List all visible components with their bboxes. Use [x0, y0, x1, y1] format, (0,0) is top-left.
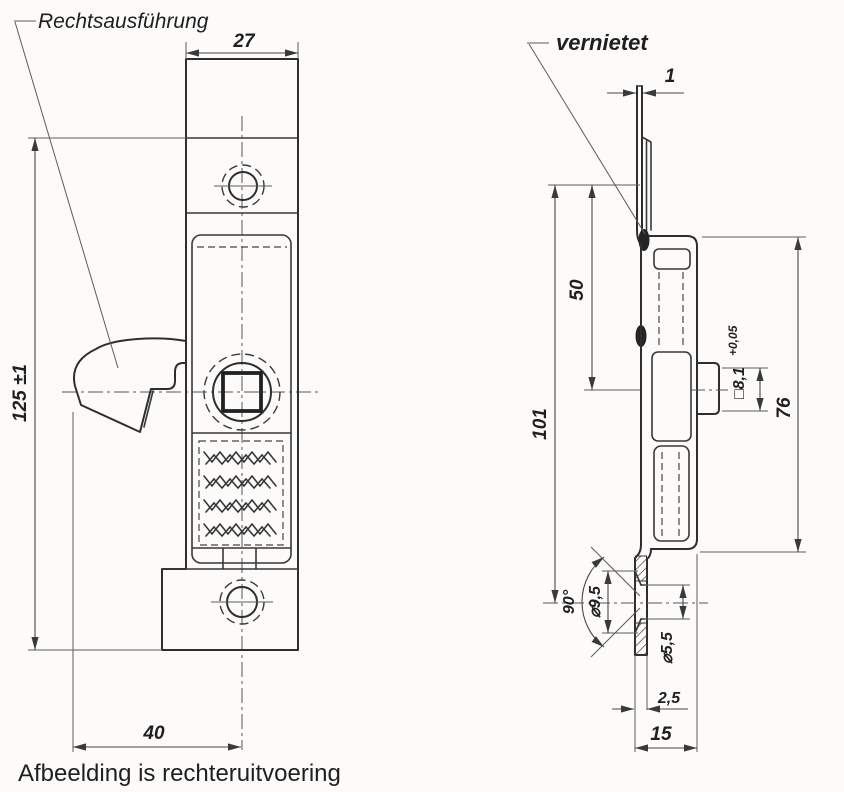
spring-symbol [191, 432, 292, 570]
latch-slot [653, 248, 691, 270]
variant-label: Rechtsausführung [38, 10, 209, 33]
dim-101: 101 [530, 185, 559, 603]
dim-125-text: 125 ±1 [10, 364, 31, 422]
spring-coil [205, 477, 271, 490]
spring-coil [205, 525, 271, 538]
rivet-strap-step [641, 136, 652, 143]
dim-2-5: 2,5 [612, 655, 688, 713]
riveted-label: vernietet [556, 30, 649, 55]
dim-40: 40 [72, 412, 241, 752]
front-view: 27 125 ±1 40 Rechtsausführung [10, 10, 322, 752]
dim-27: 27 [185, 31, 299, 59]
tongue-front-edge [636, 85, 642, 245]
dim-15-text: 15 [650, 724, 672, 745]
angle-arc [581, 556, 605, 648]
spring-pocket [653, 445, 690, 542]
mounting-hole-bottom [211, 579, 273, 625]
dim-50: 50 [567, 185, 640, 391]
dim-90-text: 90° [561, 589, 578, 614]
square-drive-hole [221, 371, 263, 413]
dim-50-text: 50 [567, 279, 588, 301]
side-view: 90° 1 50 101 76 [527, 30, 806, 752]
mounting-hole-top [214, 164, 272, 208]
dim-square-tolerance: +0,05 [726, 325, 740, 356]
riveted-leader: vernietet [527, 30, 649, 235]
dim-125: 125 ±1 [10, 137, 186, 651]
hatch-block [635, 622, 647, 656]
hub-pocket [651, 351, 692, 442]
dim-90deg: 90° [561, 546, 641, 658]
leader-line [528, 43, 646, 235]
dim-square-text: □8,1 [731, 367, 748, 399]
latch-hook-outline [73, 337, 187, 433]
square-drive-rosette [203, 353, 281, 431]
dim-27-text: 27 [232, 31, 256, 52]
leader-line [14, 21, 119, 369]
dim-40-text: 40 [142, 723, 165, 744]
dim-dia95-text: ⌀9,5 [587, 585, 604, 618]
countersink-face [634, 618, 642, 634]
hatch-block [635, 555, 647, 582]
countersink-face [634, 570, 642, 586]
dim-76: 76 [700, 236, 806, 553]
note-text: Afbeelding is rechteruitvoering [18, 760, 341, 787]
rosette-dashed-circle [203, 353, 281, 431]
dim-1: 1 [607, 66, 684, 97]
dim-76-text: 76 [774, 397, 795, 419]
spring-hidden-box [198, 440, 284, 546]
square-spindle-boss [696, 362, 720, 415]
variant-leader: Rechtsausführung [14, 10, 209, 369]
hook-slot-line [143, 390, 154, 428]
dim-1-text: 1 [665, 66, 676, 87]
plate-offset-bend-back [646, 548, 652, 656]
dim-15: 15 [634, 554, 698, 752]
dim-dia-9-5: ⌀9,5 [587, 570, 638, 634]
dim-dia55-text: ⌀5,5 [659, 631, 676, 664]
spring-coil [205, 501, 271, 514]
dim-101-text: 101 [530, 408, 551, 440]
front-body-outline [161, 58, 299, 651]
dim-square-8-1: □8,1 +0,05 [722, 325, 768, 412]
dim-dia-5-5: ⌀5,5 [644, 584, 690, 664]
spring-coil [205, 453, 271, 466]
front-case-outline [191, 234, 292, 564]
side-housing-outline [648, 235, 698, 550]
dim-25-text: 2,5 [657, 690, 681, 707]
rosette-circle [212, 362, 272, 422]
